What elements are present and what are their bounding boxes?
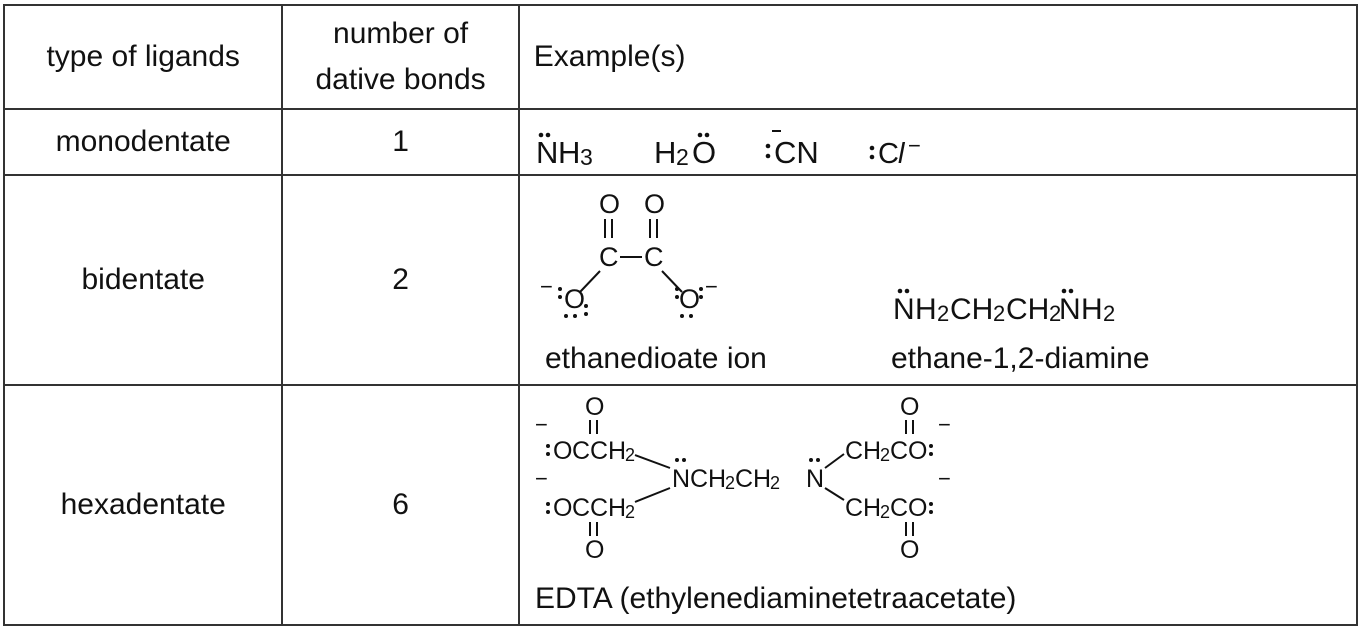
svg-text:H: H: [558, 135, 580, 170]
bonds-cell: 1: [281, 108, 520, 176]
ethanedioate-name: ethanedioate ion: [545, 342, 767, 375]
svg-text:CH: CH: [735, 465, 771, 493]
bonds-cell: 6: [281, 384, 520, 626]
svg-text:O: O: [599, 189, 620, 219]
svg-text:N: N: [536, 135, 558, 170]
svg-text:−: −: [535, 466, 548, 491]
svg-text:O: O: [553, 437, 572, 465]
header-row: type of ligands number of dative bonds E…: [2, 4, 1359, 110]
svg-text:CH: CH: [1006, 293, 1049, 326]
svg-text:N: N: [806, 465, 824, 493]
svg-text:CH: CH: [590, 437, 626, 465]
svg-text:C: C: [599, 242, 619, 272]
ligand-table: type of ligands number of dative bonds E…: [2, 4, 1359, 626]
svg-text:CN: CN: [774, 135, 819, 170]
svg-text:CH: CH: [845, 437, 881, 465]
type-label: bidentate: [81, 263, 205, 296]
ammonia-formula: N H 3: [536, 132, 593, 170]
svg-text:2: 2: [725, 473, 735, 493]
svg-text:O: O: [900, 393, 919, 421]
examples-cell: O O C C − O O: [517, 174, 1359, 386]
svg-text:2: 2: [625, 502, 635, 522]
svg-text:N: N: [1059, 293, 1081, 326]
svg-text:O: O: [585, 536, 604, 564]
bidentate-examples: O O C C − O O: [540, 189, 1150, 375]
svg-text:CH: CH: [590, 494, 626, 522]
svg-text:2: 2: [1049, 301, 1061, 326]
svg-text:−: −: [705, 274, 718, 299]
edta-name: EDTA (ethylenediaminetetraacetate): [535, 582, 1016, 615]
svg-text:l: l: [898, 138, 906, 170]
header-number-line1: number of: [333, 17, 469, 50]
examples-cell: N H 3 H 2 O CN: [517, 108, 1359, 176]
bonds-cell: 2: [281, 174, 520, 386]
svg-text:O: O: [644, 189, 665, 219]
svg-text:C: C: [572, 494, 590, 522]
monodentate-examples: N H 3 H 2 O CN: [536, 130, 921, 170]
svg-text:2: 2: [770, 473, 780, 493]
svg-text:O: O: [585, 393, 604, 421]
svg-text:−: −: [938, 466, 951, 491]
svg-text:C: C: [890, 494, 908, 522]
header-examples-label: Example(s): [533, 40, 686, 73]
svg-text:N: N: [672, 465, 690, 493]
svg-text:−: −: [938, 412, 951, 437]
row-bidentate: bidentate 2 O O C C − O: [2, 174, 1359, 386]
chloride-formula: C l −: [869, 133, 921, 170]
svg-text:O: O: [692, 135, 716, 170]
svg-text:O: O: [908, 437, 927, 465]
header-examples: Example(s): [517, 4, 1359, 110]
header-number-line2: dative bonds: [315, 63, 486, 96]
svg-text:CH: CH: [690, 465, 726, 493]
svg-text:O: O: [553, 494, 572, 522]
ethanedioate-structure: O O C C − O O: [540, 189, 718, 318]
svg-text:H: H: [654, 135, 676, 170]
svg-text:2: 2: [625, 445, 635, 465]
svg-text:−: −: [908, 133, 921, 158]
svg-text:−: −: [540, 274, 553, 299]
svg-text:C: C: [878, 138, 899, 170]
type-cell: hexadentate: [2, 384, 284, 626]
svg-text:2: 2: [880, 502, 890, 522]
svg-text:O: O: [679, 284, 700, 314]
svg-text:2: 2: [676, 144, 689, 170]
svg-text:2: 2: [1103, 301, 1115, 326]
svg-text:2: 2: [937, 301, 949, 326]
svg-text:H: H: [915, 293, 937, 326]
svg-text:−: −: [535, 412, 548, 437]
header-type: type of ligands: [2, 4, 284, 110]
svg-text:N: N: [893, 293, 915, 326]
type-cell: bidentate: [2, 174, 284, 386]
svg-text:CH: CH: [950, 293, 993, 326]
type-label: monodentate: [55, 125, 231, 158]
svg-text:C: C: [572, 437, 590, 465]
svg-text:2: 2: [880, 445, 890, 465]
svg-text:O: O: [564, 284, 585, 314]
row-monodentate: monodentate 1 N H 3 H 2 O: [2, 108, 1359, 176]
bonds-value: 1: [392, 125, 409, 158]
cyanide-formula: CN: [765, 130, 819, 170]
type-label: hexadentate: [60, 488, 226, 521]
bonds-value: 6: [392, 488, 409, 521]
svg-text:O: O: [908, 494, 927, 522]
header-number: number of dative bonds: [281, 4, 520, 110]
header-type-label: type of ligands: [46, 40, 240, 73]
svg-text:C: C: [644, 242, 664, 272]
ethanediamine-name: ethane-1,2-diamine: [891, 342, 1150, 375]
svg-text:2: 2: [993, 301, 1005, 326]
svg-text:C: C: [890, 437, 908, 465]
type-cell: monodentate: [2, 108, 284, 176]
water-formula: H 2 O: [654, 132, 716, 170]
svg-text:O: O: [900, 536, 919, 564]
svg-text:CH: CH: [845, 494, 881, 522]
bonds-value: 2: [392, 263, 409, 296]
svg-text:H: H: [1081, 293, 1103, 326]
svg-text:3: 3: [580, 144, 593, 170]
